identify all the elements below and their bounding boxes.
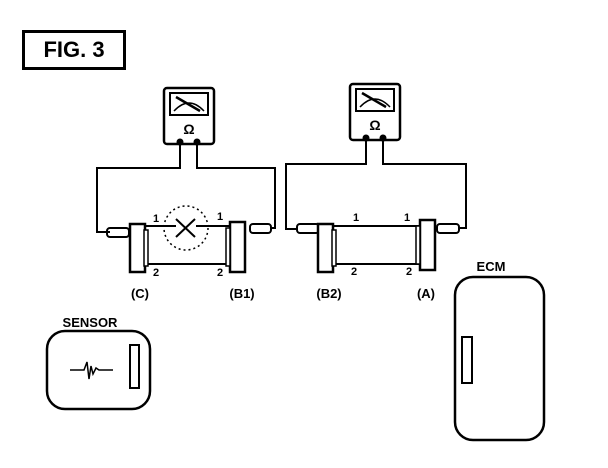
wire-number: 2 <box>351 266 357 278</box>
connector-label-b1: (B1) <box>229 286 254 301</box>
wire-number: 1 <box>353 212 359 224</box>
probe-a <box>436 223 460 234</box>
waveform-icon <box>70 361 113 380</box>
right-meter-symbol: Ω <box>369 117 380 133</box>
wire-number: 1 <box>217 211 223 223</box>
connector-label-a: (A) <box>417 286 435 301</box>
ohmmeter-left <box>162 86 216 146</box>
ecm-unit <box>453 275 546 442</box>
left-meter-symbol: Ω <box>183 121 194 137</box>
right-meter-leads <box>285 138 467 230</box>
figure-label: FIG. 3 <box>22 30 126 70</box>
connector-label-c: (C) <box>131 286 149 301</box>
connector-label-b2: (B2) <box>316 286 341 301</box>
harness-b2-a <box>316 218 437 274</box>
wire-number: 2 <box>153 267 159 279</box>
open-circuit-x-icon <box>163 205 209 251</box>
probe-b1 <box>249 223 272 234</box>
wire-number: 1 <box>153 213 159 225</box>
wire-number: 1 <box>404 212 410 224</box>
left-meter-leads <box>96 142 276 233</box>
ecm-label: ECM <box>477 259 506 274</box>
wire-number: 2 <box>406 266 412 278</box>
probe-c <box>106 227 130 238</box>
sensor-label: SENSOR <box>63 315 119 330</box>
harness-c-b1 <box>128 220 247 274</box>
wire-number: 2 <box>217 267 223 279</box>
sensor-unit <box>45 329 152 411</box>
probe-b2 <box>296 223 320 234</box>
